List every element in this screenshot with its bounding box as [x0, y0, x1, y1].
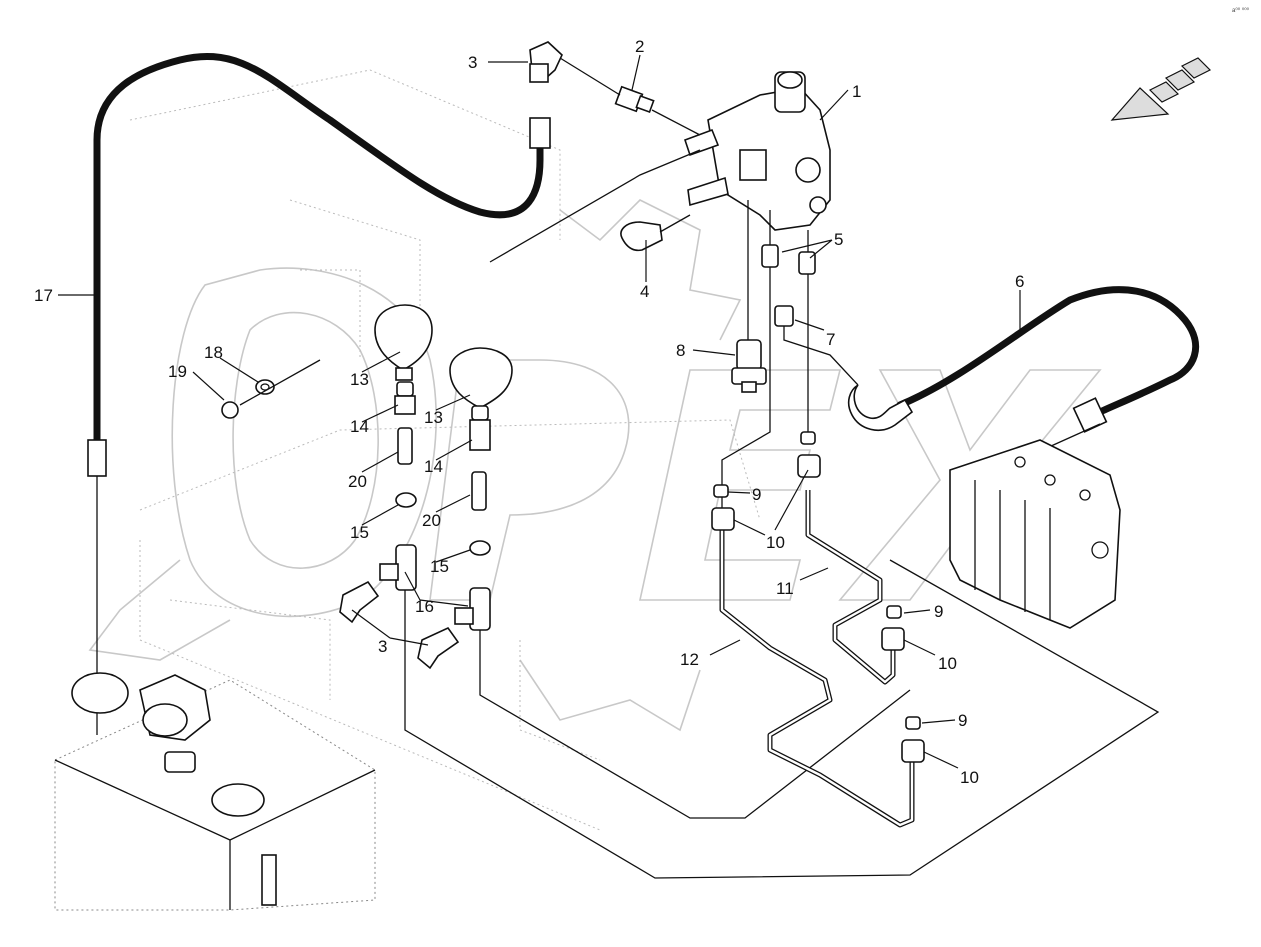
- fittings-20: [397, 427, 487, 511]
- watermark-swoosh: [88, 559, 231, 661]
- hose-17-fitting-top: [529, 117, 551, 149]
- watermark-letter-o-inner: [232, 311, 379, 569]
- callout-15: 15: [430, 557, 449, 576]
- callout-17: 17: [34, 286, 53, 305]
- callout-16: 16: [415, 597, 434, 616]
- callout-labels: 1 2 3 3 4 5 6 7 8 9 9 9 10 10 10 11 12 1…: [34, 37, 1024, 787]
- callout-12: 12: [680, 650, 699, 669]
- callout-10: 10: [938, 654, 957, 673]
- elbows-3-lower: [339, 580, 460, 670]
- machine-frame-outline: [129, 69, 761, 831]
- callout-9: 9: [934, 602, 943, 621]
- callout-3: 3: [468, 53, 477, 72]
- callout-8: 8: [676, 341, 685, 360]
- callout-14: 14: [350, 417, 369, 436]
- sensor-8: [731, 339, 767, 393]
- callout-19: 19: [168, 362, 187, 381]
- watermark-gear-bottom: [519, 659, 701, 732]
- washers-15: [395, 492, 491, 556]
- callout-1: 1: [852, 82, 861, 101]
- hose-6-elbow: [847, 384, 914, 431]
- elbow-3-top: [529, 41, 621, 96]
- watermark-letter-p: [429, 359, 630, 601]
- corner-mark: a⁰⁰ ⁰⁰⁰: [1232, 7, 1250, 14]
- callout-6: 6: [1015, 272, 1024, 291]
- callout-3: 3: [378, 637, 387, 656]
- valve-block: [949, 439, 1121, 629]
- fitting-4: [620, 214, 691, 252]
- callout-20: 20: [348, 472, 367, 491]
- watermark-gear-top: [559, 199, 742, 341]
- direction-arrow-icon: [1110, 57, 1212, 121]
- leader-lines: [58, 54, 1021, 769]
- callout-10: 10: [960, 768, 979, 787]
- callout-2: 2: [635, 37, 644, 56]
- callout-15: 15: [350, 523, 369, 542]
- hydraulic-tank: [54, 672, 376, 911]
- return-lines: [404, 559, 1160, 879]
- callout-13: 13: [424, 408, 443, 427]
- pipe-11: [805, 490, 896, 685]
- watermark: [88, 199, 1102, 732]
- hose-17: [87, 53, 551, 735]
- fitting-7: [774, 305, 859, 386]
- callout-5: 5: [834, 230, 843, 249]
- callout-14: 14: [424, 457, 443, 476]
- fittings-9: [713, 431, 921, 730]
- callout-18: 18: [204, 343, 223, 362]
- callout-4: 4: [640, 282, 649, 301]
- accumulator-13-right: [449, 347, 513, 451]
- callout-20: 20: [422, 511, 441, 530]
- tees-16: [379, 544, 491, 631]
- nuts-10: [711, 454, 925, 763]
- hose-6: [847, 286, 1200, 461]
- hose-17-fitting-bottom: [87, 439, 107, 477]
- callout-13: 13: [350, 370, 369, 389]
- callout-11: 11: [776, 579, 794, 598]
- callout-9: 9: [752, 485, 761, 504]
- fitting-2: [614, 85, 701, 136]
- callout-10: 10: [766, 533, 785, 552]
- watermark-letter-e: [639, 369, 842, 601]
- callout-9: 9: [958, 711, 967, 730]
- pipe-12: [719, 530, 915, 828]
- accumulator-13-left: [374, 304, 433, 415]
- nut-19-washer-18: [221, 359, 321, 419]
- callout-7: 7: [826, 330, 835, 349]
- hose-6-fitting-end: [1072, 397, 1108, 433]
